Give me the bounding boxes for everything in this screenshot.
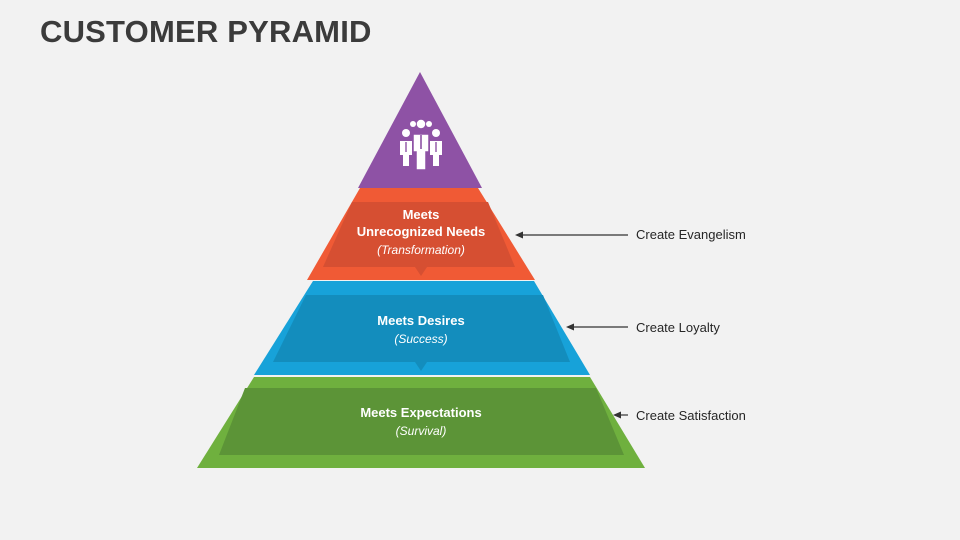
pyramid-layer-evangelism: [307, 188, 535, 280]
people-group-icon: [400, 118, 442, 171]
callout-loyalty: Create Loyalty: [636, 320, 720, 335]
layer-loyalty-sub: (Success): [394, 332, 448, 346]
layer-loyalty-inner: [273, 295, 570, 362]
arrow-evangelism-head: [515, 231, 523, 239]
pyramid-layer-loyalty: [254, 281, 590, 375]
callout-evangelism: Create Evangelism: [636, 227, 746, 242]
arrow-satisfaction-head: [613, 411, 621, 419]
layer-loyalty-notch: [415, 362, 427, 371]
layer-loyalty-text: Meets Desires (Success): [331, 312, 511, 348]
pyramid-top: [358, 72, 482, 188]
layer-loyalty-heading: Meets Desires: [377, 313, 465, 328]
layer-evangelism-sub: (Transformation): [377, 243, 465, 257]
arrow-loyalty-head: [566, 323, 574, 331]
layer-satisfaction-inner: [219, 388, 624, 455]
layer-evangelism-inner: [323, 202, 515, 267]
layer-satisfaction-text: Meets Expectations (Survival): [321, 404, 521, 440]
page-title: CUSTOMER PYRAMID: [40, 14, 372, 49]
layer-evangelism-notch: [415, 267, 427, 276]
layer-evangelism-text: Meets Unrecognized Needs (Transformation…: [341, 206, 501, 259]
callout-satisfaction: Create Satisfaction: [636, 408, 746, 423]
layer-satisfaction-heading: Meets Expectations: [360, 405, 482, 420]
layer-evangelism-heading-line1: Meets: [402, 207, 440, 222]
pyramid-layer-satisfaction: [197, 377, 645, 468]
layer-satisfaction-sub: (Survival): [395, 424, 447, 438]
callout-arrows: [515, 231, 628, 419]
layer-evangelism-heading-line2: Unrecognized Needs: [356, 224, 486, 239]
